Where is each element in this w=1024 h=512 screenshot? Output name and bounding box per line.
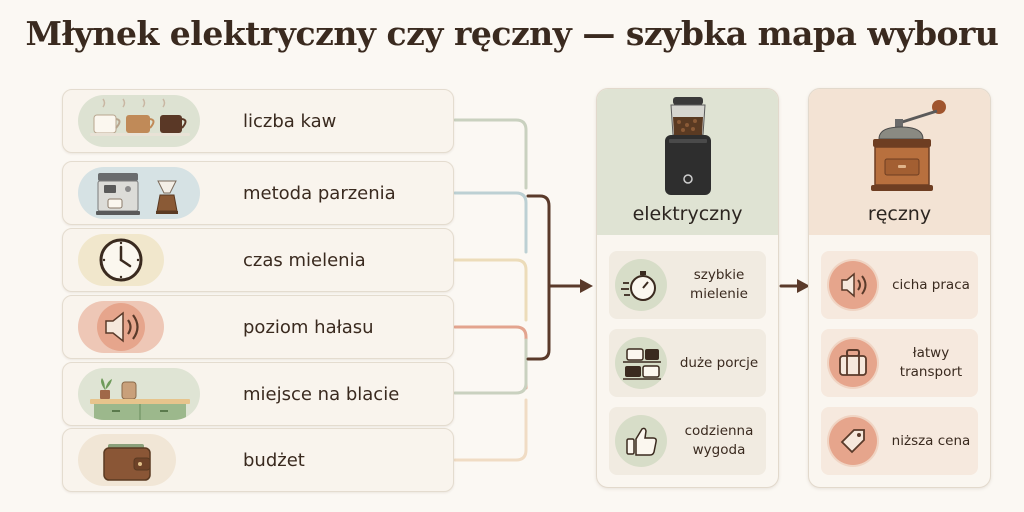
factor-card-liczba-kaw[interactable]: liczba kaw	[62, 89, 454, 153]
factor-label-budzet: budżet	[243, 450, 305, 471]
manual-column: ręczny cicha praca łatwy transport	[808, 88, 991, 488]
electric-grinder-icon	[665, 97, 711, 195]
electric-title: elektryczny	[632, 203, 743, 225]
feature-label: łatwy transport	[899, 345, 963, 380]
feature-label: codzienna wygoda	[684, 423, 754, 458]
stopwatch-icon	[615, 259, 667, 311]
thumbs-up-icon	[615, 415, 667, 467]
connector-metoda-parzenia	[453, 191, 528, 254]
connector-czas-mielenia	[453, 258, 528, 322]
feature-duze-porcje: duże porcje	[609, 329, 766, 397]
factor-label-liczba-kaw: liczba kaw	[243, 111, 337, 132]
connector-poziom-halasu	[453, 325, 528, 390]
manual-title: ręczny	[867, 203, 932, 225]
connector-miejsce-na-blacie	[453, 338, 528, 395]
factor-card-metoda-parzenia[interactable]: metoda parzenia	[62, 161, 454, 225]
feature-codzienna-wygoda: codzienna wygoda	[609, 407, 766, 475]
stacked-cups-icon	[615, 337, 667, 389]
speaker-icon	[78, 301, 164, 353]
quiet-speaker-icon	[827, 259, 879, 311]
connector-budzet	[453, 398, 528, 462]
factor-card-budzet[interactable]: budżet	[62, 428, 454, 492]
manual-header: ręczny	[809, 89, 990, 235]
feature-label: szybkie mielenie	[690, 267, 748, 302]
arrow-head-electric	[580, 279, 593, 293]
feature-szybkie-mielenie: szybkie mielenie	[609, 251, 766, 319]
wallet-icon	[78, 434, 176, 486]
manual-grinder-icon	[871, 100, 946, 191]
coffee-cups-icon	[78, 95, 200, 147]
factor-card-poziom-halasu[interactable]: poziom hałasu	[62, 295, 454, 359]
feature-label: duże porcje	[679, 354, 759, 371]
factor-label-miejsce-na-blacie: miejsce na blacie	[243, 384, 400, 405]
arrow-head-manual	[797, 279, 810, 293]
feature-cicha-praca: cicha praca	[821, 251, 978, 319]
page-title: Młynek elektryczny czy ręczny — szybka m…	[25, 14, 999, 53]
factor-label-poziom-halasu: poziom hałasu	[243, 317, 374, 338]
suitcase-icon	[827, 337, 879, 389]
factor-card-czas-mielenia[interactable]: czas mielenia	[62, 228, 454, 292]
feature-label: cicha praca	[892, 276, 970, 293]
feature-latwy-transport: łatwy transport	[821, 329, 978, 397]
electric-header: elektryczny	[597, 89, 778, 235]
factor-label-czas-mielenia: czas mielenia	[243, 250, 366, 271]
factor-card-miejsce-na-blacie[interactable]: miejsce na blacie	[62, 362, 454, 426]
electric-column: elektryczny szybkie mielenie duże porcje	[596, 88, 779, 488]
clock-icon	[78, 234, 164, 286]
countertop-icon	[78, 368, 200, 420]
connector-bracket	[526, 194, 551, 361]
espresso-machine-icon	[78, 167, 200, 219]
connector-liczba-kaw	[453, 118, 528, 190]
price-tag-icon	[827, 415, 879, 467]
factor-label-metoda-parzenia: metoda parzenia	[243, 183, 396, 204]
feature-label: niższa cena	[891, 432, 971, 449]
feature-nizsza-cena: niższa cena	[821, 407, 978, 475]
